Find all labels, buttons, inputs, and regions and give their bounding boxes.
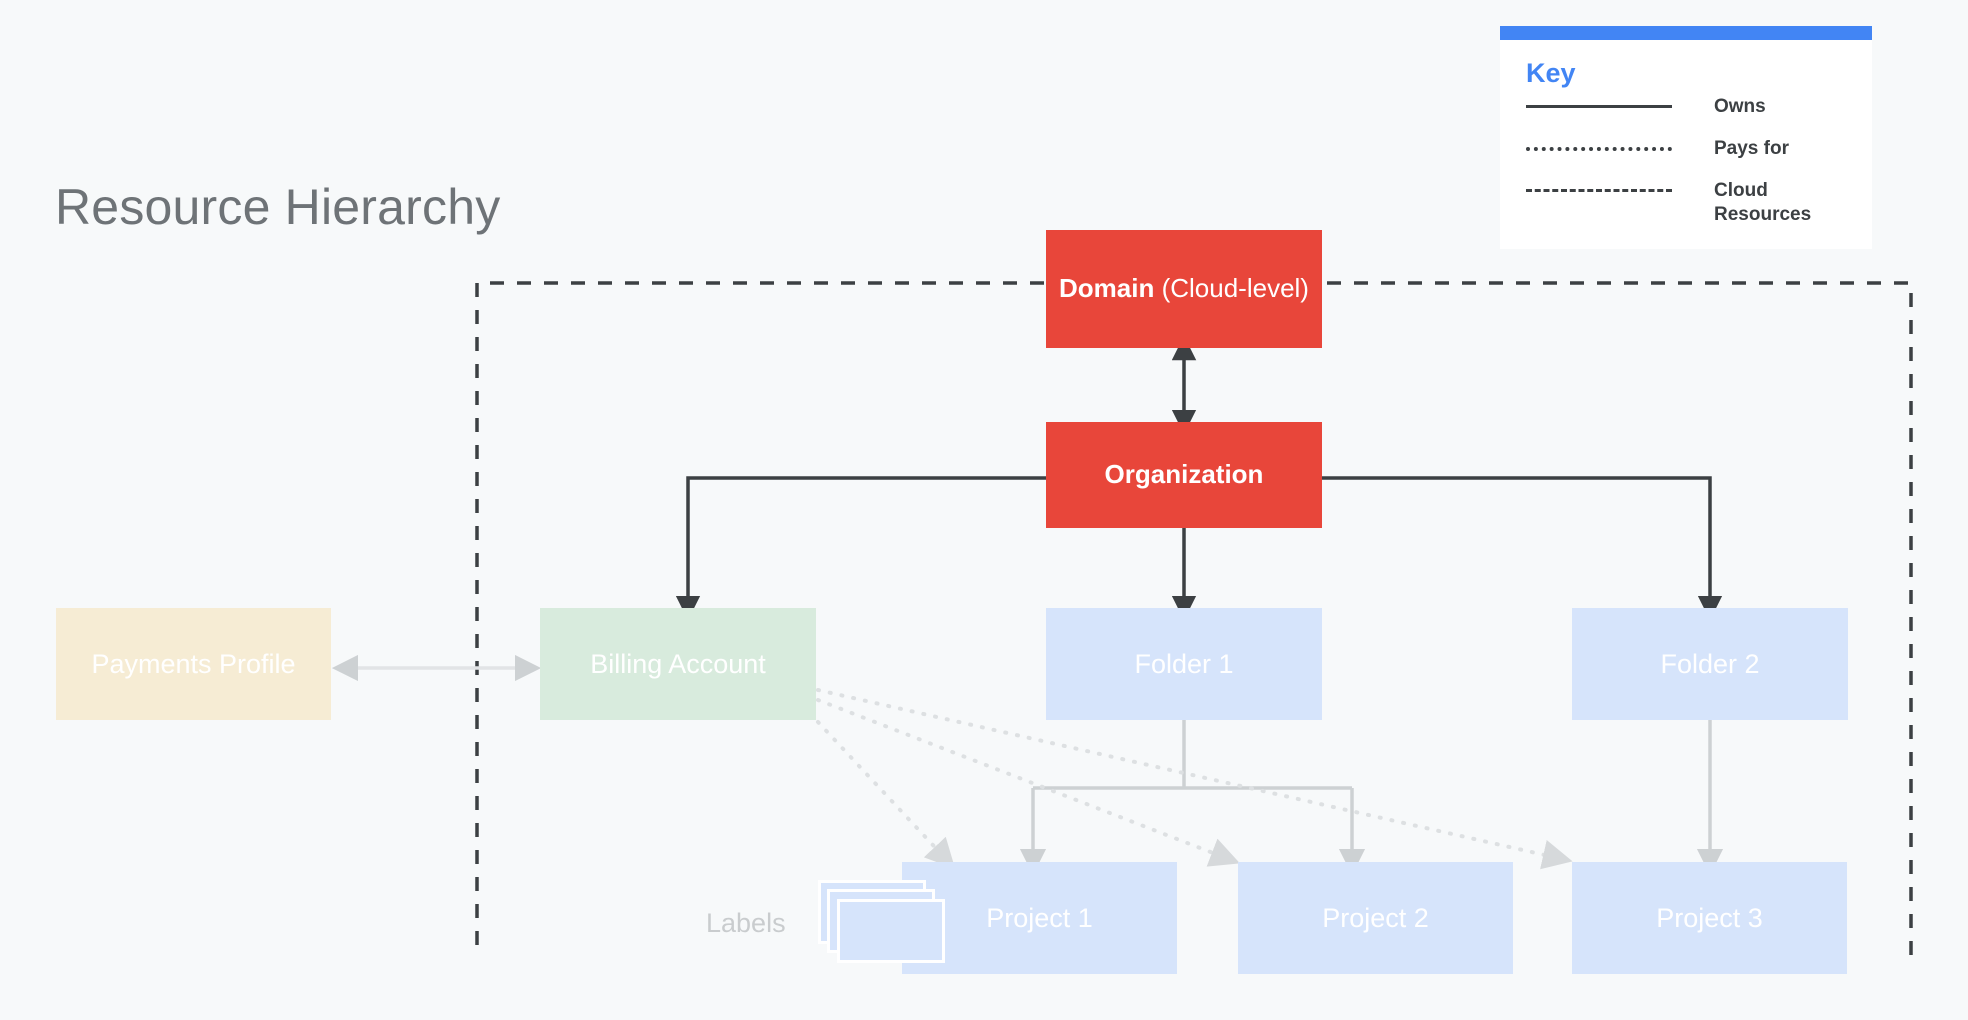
key-label-owns: Owns	[1714, 96, 1766, 117]
page-title: Resource Hierarchy	[55, 179, 501, 235]
edge-folder-1-bus	[1033, 720, 1352, 790]
node-domain-label-strong: Domain	[1059, 273, 1155, 304]
node-project-1-label: Project 1	[986, 902, 1093, 933]
node-domain-label: Domain (Cloud-level)	[1059, 273, 1309, 304]
key-row-owns: Owns	[1526, 95, 1846, 125]
labels-stack-icon[interactable]	[818, 880, 946, 970]
key-panel: Key Owns Pays for Cloud Resources	[1500, 26, 1872, 249]
key-body: Key Owns Pays for Cloud Resources	[1500, 40, 1872, 249]
node-domain[interactable]: Domain (Cloud-level)	[1046, 230, 1322, 348]
node-payments-profile-label: Payments Profile	[91, 648, 296, 679]
node-organization-label: Organization	[1104, 459, 1264, 490]
key-sample-solid-line-icon	[1526, 95, 1672, 117]
node-domain-label-light: (Cloud-level)	[1154, 273, 1309, 304]
node-organization[interactable]: Organization	[1046, 422, 1322, 528]
key-label-cloud-resources: Cloud Resources	[1714, 180, 1812, 225]
label-card-front	[837, 899, 945, 963]
node-folder-2-label: Folder 2	[1660, 648, 1760, 679]
labels-caption: Labels	[706, 908, 786, 938]
node-folder-1[interactable]: Folder 1	[1046, 608, 1322, 720]
node-folder-2[interactable]: Folder 2	[1572, 608, 1848, 720]
node-billing-account-label: Billing Account	[590, 648, 766, 679]
key-row-cloud-resources: Cloud Resources	[1526, 179, 1846, 227]
edge-billing-account-project-2	[816, 698, 1240, 867]
edge-billing-account-project-1	[816, 720, 956, 869]
node-project-3[interactable]: Project 3	[1572, 862, 1847, 974]
node-project-3-label: Project 3	[1656, 902, 1763, 933]
key-label-pays-for: Pays for	[1714, 138, 1789, 159]
key-row-pays-for: Pays for	[1526, 137, 1846, 167]
node-project-2[interactable]: Project 2	[1238, 862, 1513, 974]
key-sample-dotted-line-icon	[1526, 137, 1672, 159]
node-billing-account[interactable]: Billing Account	[540, 608, 816, 720]
key-title: Key	[1526, 58, 1576, 88]
edge-organization-folder-2	[1322, 476, 1723, 621]
node-folder-1-label: Folder 1	[1134, 648, 1234, 679]
node-project-2-label: Project 2	[1322, 902, 1429, 933]
key-sample-dashed-line-icon	[1526, 179, 1672, 201]
key-accent-bar	[1500, 26, 1872, 40]
edge-organization-billing-account	[675, 476, 1046, 621]
node-payments-profile[interactable]: Payments Profile	[56, 608, 331, 720]
